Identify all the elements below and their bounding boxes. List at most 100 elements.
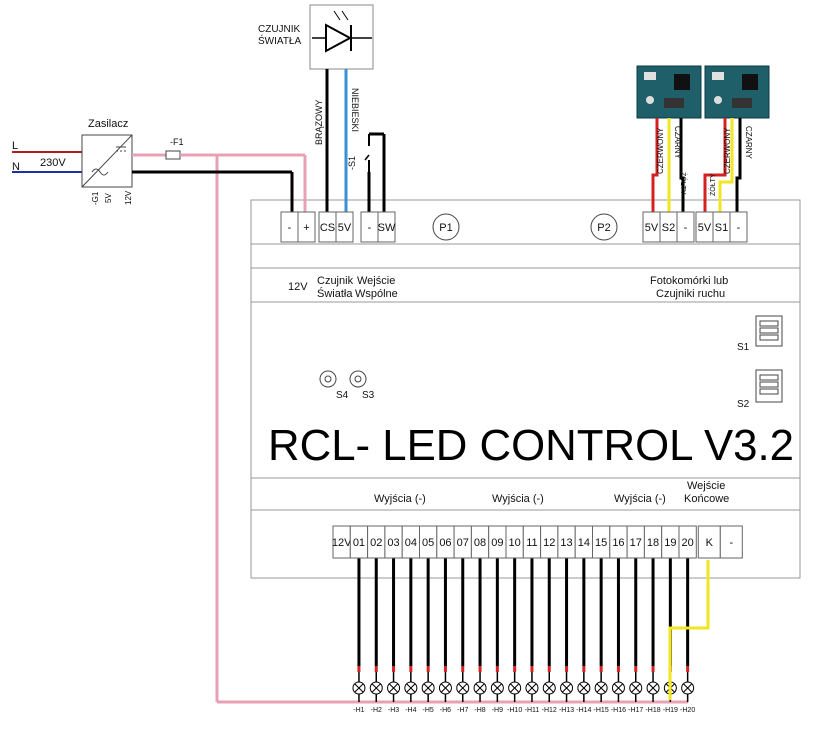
- psu-title: Zasilacz: [88, 118, 128, 130]
- lamp-17: -H17: [628, 672, 643, 714]
- psu-g1-label: -G1: [91, 191, 100, 205]
- lamp-2-label: -H2: [371, 707, 382, 714]
- output-terminal-5-label: 04: [405, 537, 417, 549]
- sensor-terminal-1: 5V: [642, 211, 661, 243]
- output-terminal-4: 03: [384, 525, 403, 559]
- output-terminal-9: 08: [470, 525, 490, 559]
- lamp-8-label: -H8: [474, 707, 485, 714]
- label-photo-2: Czujniki ruchu: [656, 288, 725, 300]
- lamp-3: -H3: [387, 672, 401, 714]
- lamp-13: -H13: [559, 672, 574, 714]
- mains-l-label: L: [12, 140, 18, 152]
- top-terminal-1: -: [280, 211, 299, 243]
- output-terminal-11-label: 10: [509, 537, 521, 549]
- output-terminal-7-label: 06: [439, 537, 451, 549]
- button-s3[interactable]: S3: [349, 370, 375, 401]
- output-terminal-23: -: [719, 525, 743, 559]
- lamp-16: -H16: [611, 672, 626, 714]
- wire-red-label-right: CZERWONY: [723, 127, 732, 174]
- output-terminal-20: 19: [661, 525, 680, 559]
- sensor-terminal-6-label: -: [737, 222, 741, 234]
- lamp-19-label: -H19: [663, 707, 678, 714]
- output-terminal-17-label: 16: [612, 537, 624, 549]
- lamp-7: -H7: [456, 672, 470, 714]
- lamp-16-label: -H16: [611, 707, 626, 714]
- sensor-terminal-4: 5V: [695, 211, 714, 243]
- output-terminal-18-label: 17: [630, 537, 642, 549]
- button-s4[interactable]: S4: [319, 370, 349, 401]
- lamp-9-label: -H9: [492, 707, 503, 714]
- output-terminal-1: 12V: [332, 525, 352, 559]
- light-sensor-title-1: CZUJNIK: [258, 24, 301, 35]
- mains-n-label: N: [12, 161, 20, 173]
- lamp-8: -H8: [473, 672, 487, 714]
- output-wires: [357, 558, 690, 672]
- output-terminal-19-label: 18: [647, 537, 659, 549]
- output-terminal-2: 01: [349, 525, 369, 559]
- sensor-terminal-4-label: 5V: [698, 222, 712, 234]
- end-input-label-1: Wejście: [687, 480, 725, 492]
- light-sensor-title-2: ŚWIATŁA: [258, 34, 301, 47]
- dip-switch-s1[interactable]: S1: [737, 315, 783, 353]
- sensor-terminal-6: -: [729, 211, 748, 243]
- outputs-label-1: Wyjścia (-): [374, 493, 426, 505]
- output-terminal-12-label: 11: [526, 537, 537, 549]
- sensor-terminal-3-label: -: [684, 222, 688, 234]
- wire-red-label-left: CZERWONY: [656, 127, 665, 174]
- lamp-17-label: -H17: [628, 707, 643, 714]
- mains-voltage-label: 230V: [40, 157, 66, 169]
- top-terminal-5: -: [360, 211, 379, 243]
- dip-switch-s2[interactable]: S2: [737, 369, 783, 410]
- output-terminal-14-label: 13: [560, 537, 572, 549]
- lamp-15-label: -H15: [594, 707, 609, 714]
- lamp-7-label: -H7: [457, 707, 468, 714]
- sensor-terminal-2-label: S2: [662, 222, 675, 234]
- wire-yellow-label-right: ŻÓŁTY: [708, 173, 717, 196]
- device-title: RCL- LED CONTROL V3.2: [268, 421, 794, 470]
- output-terminal-15: 14: [574, 525, 594, 559]
- output-terminal-22: K: [697, 525, 721, 559]
- top-terminal-3: CS: [318, 211, 337, 243]
- output-terminal-13: 12: [540, 525, 559, 559]
- fuse-label: -F1: [170, 137, 184, 147]
- lamp-14: -H14: [576, 672, 592, 714]
- button-s4-label: S4: [336, 390, 349, 401]
- wire-black-label-right: CZARNY: [744, 126, 753, 160]
- label-photo-1: Fotokomórki lub: [650, 275, 728, 287]
- output-terminal-7: 06: [436, 525, 455, 559]
- top-terminal-5-label: -: [368, 222, 372, 234]
- potentiometers: P1 P2: [432, 213, 618, 241]
- output-terminal-14: 13: [557, 525, 576, 559]
- lamp-12: -H12: [542, 672, 557, 714]
- output-terminal-17: 16: [609, 525, 628, 559]
- sensor-terminal-5-label: S1: [715, 222, 728, 234]
- sensor-terminal-3: -: [676, 211, 695, 243]
- potentiometer-2[interactable]: P2: [590, 213, 618, 241]
- lamp-5-label: -H5: [423, 707, 434, 714]
- psu-12v-label: 12V: [124, 190, 133, 205]
- lamp-11-label: -H11: [525, 707, 540, 714]
- lamp-6-label: -H6: [440, 707, 451, 714]
- wire-brown-label: BRĄZOWY: [314, 99, 324, 145]
- top-terminal-2-label: +: [303, 222, 309, 234]
- potentiometer-1-label: P1: [439, 222, 452, 234]
- sensor-terminal-5: S1: [712, 211, 731, 243]
- lamps-row: -H1-H2-H3-H4-H5-H6-H7-H8-H9-H10-H11-H12-…: [352, 672, 695, 714]
- label-sensor-1: Czujnik: [317, 275, 354, 287]
- top-terminal-6: SW: [377, 211, 396, 243]
- lamp-14-label: -H14: [576, 707, 591, 714]
- lamp-18-label: -H18: [645, 707, 660, 714]
- output-terminal-18: 17: [626, 525, 645, 559]
- output-terminal-21-label: 20: [682, 537, 694, 549]
- sensor-terminal-1-label: 5V: [645, 222, 659, 234]
- lamp-5: -H5: [421, 672, 435, 714]
- top-terminal-3-label: CS: [320, 222, 335, 234]
- potentiometer-1[interactable]: P1: [432, 213, 460, 241]
- controller-housing: [250, 199, 801, 579]
- label-common-2: Wspólne: [355, 288, 398, 300]
- lamp-4-label: -H4: [405, 707, 416, 714]
- output-terminal-3: 02: [367, 525, 386, 559]
- output-terminal-22-label: K: [706, 537, 714, 549]
- light-sensor: CZUJNIK ŚWIATŁA: [258, 4, 374, 70]
